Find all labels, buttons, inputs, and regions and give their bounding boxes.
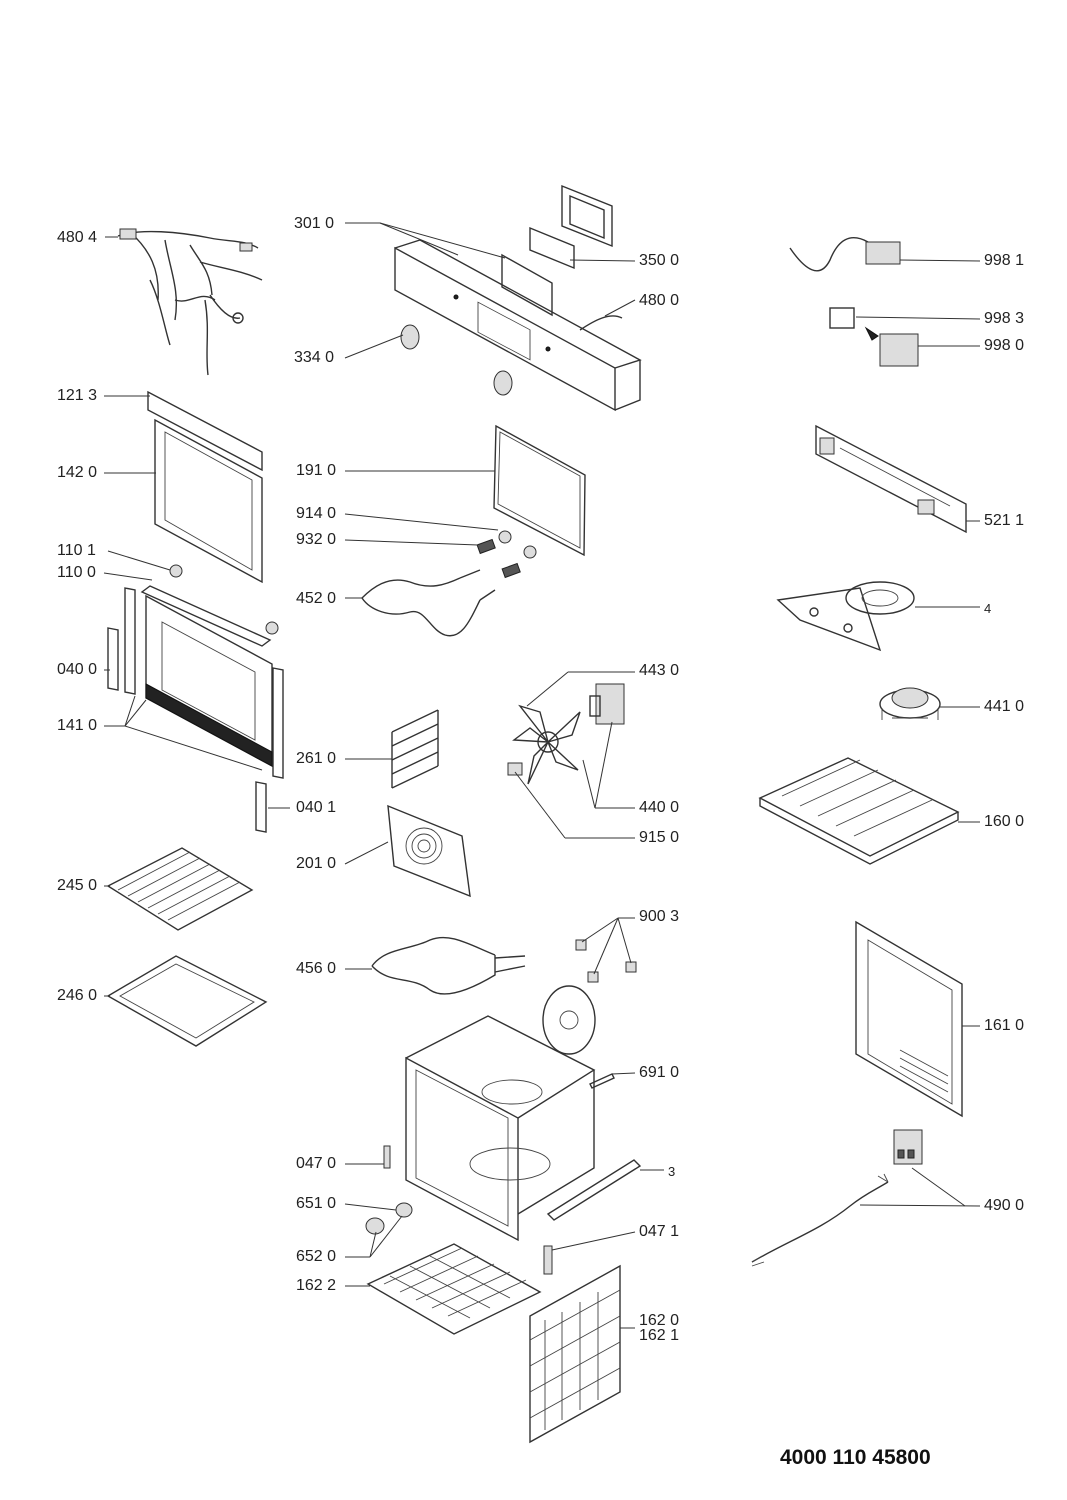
part-label-047-1: 047 1 <box>639 1223 680 1240</box>
rear-plate-drawing <box>542 985 596 1055</box>
part-label-4: 4 <box>984 601 992 616</box>
clips-drawing <box>575 939 637 983</box>
cooling-fan-drawing <box>879 687 941 720</box>
part-label-201-0: 201 0 <box>296 855 337 872</box>
bottom-heating-element-drawing <box>371 936 496 995</box>
part-label-443-0: 443 0 <box>639 662 680 679</box>
top-panel-drawing <box>758 757 960 865</box>
module-998-0-drawing <box>879 333 919 367</box>
hinge-rail-drawing <box>124 587 136 695</box>
part-label-998-3: 998 3 <box>984 310 1025 327</box>
fan-housing-drawing <box>776 581 915 652</box>
part-label-141-0: 141 0 <box>57 717 98 734</box>
top-heating-element-drawing <box>361 577 481 637</box>
part-label-490-0: 490 0 <box>984 1197 1025 1214</box>
power-cord-drawing <box>789 237 869 272</box>
part-label-452-0: 452 0 <box>296 590 337 607</box>
side-rail-drawing <box>546 1159 642 1221</box>
sensor-047-0-drawing <box>383 1145 391 1169</box>
part-label-914-0: 914 0 <box>296 505 337 522</box>
oven-cavity-drawing <box>405 1015 596 1242</box>
part-label-110-1: 110 1 <box>57 542 96 559</box>
part-label-121-3: 121 3 <box>57 387 98 404</box>
part-label-3: 3 <box>668 1164 676 1179</box>
part-label-110-0: 110 0 <box>57 564 96 581</box>
part-label-441-0: 441 0 <box>984 698 1025 715</box>
part-label-932-0: 932 0 <box>296 531 337 548</box>
control-panel-drawing <box>394 239 642 412</box>
knob-drawing <box>400 324 513 396</box>
rear-wall-drawing <box>855 920 963 1118</box>
part-label-245-0: 245 0 <box>57 877 98 894</box>
part-label-047-0: 047 0 <box>296 1155 337 1172</box>
part-label-480-0: 480 0 <box>639 292 680 309</box>
cable-480-0-drawing <box>579 315 623 331</box>
part-label-334-0: 334 0 <box>294 349 335 366</box>
outer-door-drawing <box>147 390 263 584</box>
part-label-915-0: 915 0 <box>639 829 680 846</box>
side-insulation-drawing <box>529 1264 621 1444</box>
part-label-191-0: 191 0 <box>296 462 337 479</box>
inner-door-glass-drawing <box>145 594 273 768</box>
part-label-040-1: 040 1 <box>296 799 337 816</box>
bottom-insulation-drawing <box>366 1243 542 1335</box>
wiring-harness-drawing <box>117 228 263 376</box>
lamp-cover-652-0-drawing <box>365 1217 385 1235</box>
door-gasket-drawing <box>493 424 586 557</box>
part-label-998-1: 998 1 <box>984 252 1025 269</box>
part-label-900-3: 900 3 <box>639 908 680 925</box>
part-label-651-0: 651 0 <box>296 1195 337 1212</box>
part-label-301-0: 301 0 <box>294 215 335 232</box>
part-label-040-0: 040 0 <box>57 661 98 678</box>
fan-cover-drawing <box>387 804 471 898</box>
wire-shelf-drawing <box>106 847 254 931</box>
part-label-162-0: 162 0 <box>639 1312 680 1329</box>
part-label-998-0: 998 0 <box>984 337 1025 354</box>
fan-motor-drawing <box>589 683 625 725</box>
part-label-521-1: 521 1 <box>984 512 1025 529</box>
connector-998-1-drawing <box>865 241 901 265</box>
control-bracket-drawing <box>529 184 613 270</box>
label-998-3-drawing <box>829 307 855 329</box>
part-label-161-0: 161 0 <box>984 1017 1025 1034</box>
lamp-651-0-drawing <box>395 1202 413 1218</box>
document-number: 4000 110 45800 <box>780 1446 931 1469</box>
screw-691-0-drawing <box>589 1073 615 1089</box>
part-label-440-0: 440 0 <box>639 799 680 816</box>
nut-914-0-drawing <box>498 530 512 544</box>
part-label-142-0: 142 0 <box>57 464 98 481</box>
baking-tray-drawing <box>106 955 268 1047</box>
part-label-160-0: 160 0 <box>984 813 1025 830</box>
terminal-block-drawing <box>893 1129 923 1165</box>
part-label-261-0: 261 0 <box>296 750 337 767</box>
bumper-110-1-drawing <box>169 564 183 578</box>
part-label-652-0: 652 0 <box>296 1248 337 1265</box>
fan-blade-drawing <box>507 704 581 785</box>
part-label-691-0: 691 0 <box>639 1064 680 1081</box>
part-label-162-1: 162 1 <box>639 1327 680 1344</box>
part-label-246-0: 246 0 <box>57 987 98 1004</box>
part-label-162-2: 162 2 <box>296 1277 337 1294</box>
supply-cable-drawing <box>751 1181 889 1263</box>
part-label-480-4: 480 4 <box>57 229 98 246</box>
part-label-456-0: 456 0 <box>296 960 337 977</box>
electronic-board-drawing <box>815 424 967 534</box>
screw-932-0-drawing <box>476 538 496 555</box>
sensor-047-1-drawing <box>543 1245 553 1275</box>
part-label-350-0: 350 0 <box>639 252 680 269</box>
shelf-support-drawing <box>391 709 439 789</box>
